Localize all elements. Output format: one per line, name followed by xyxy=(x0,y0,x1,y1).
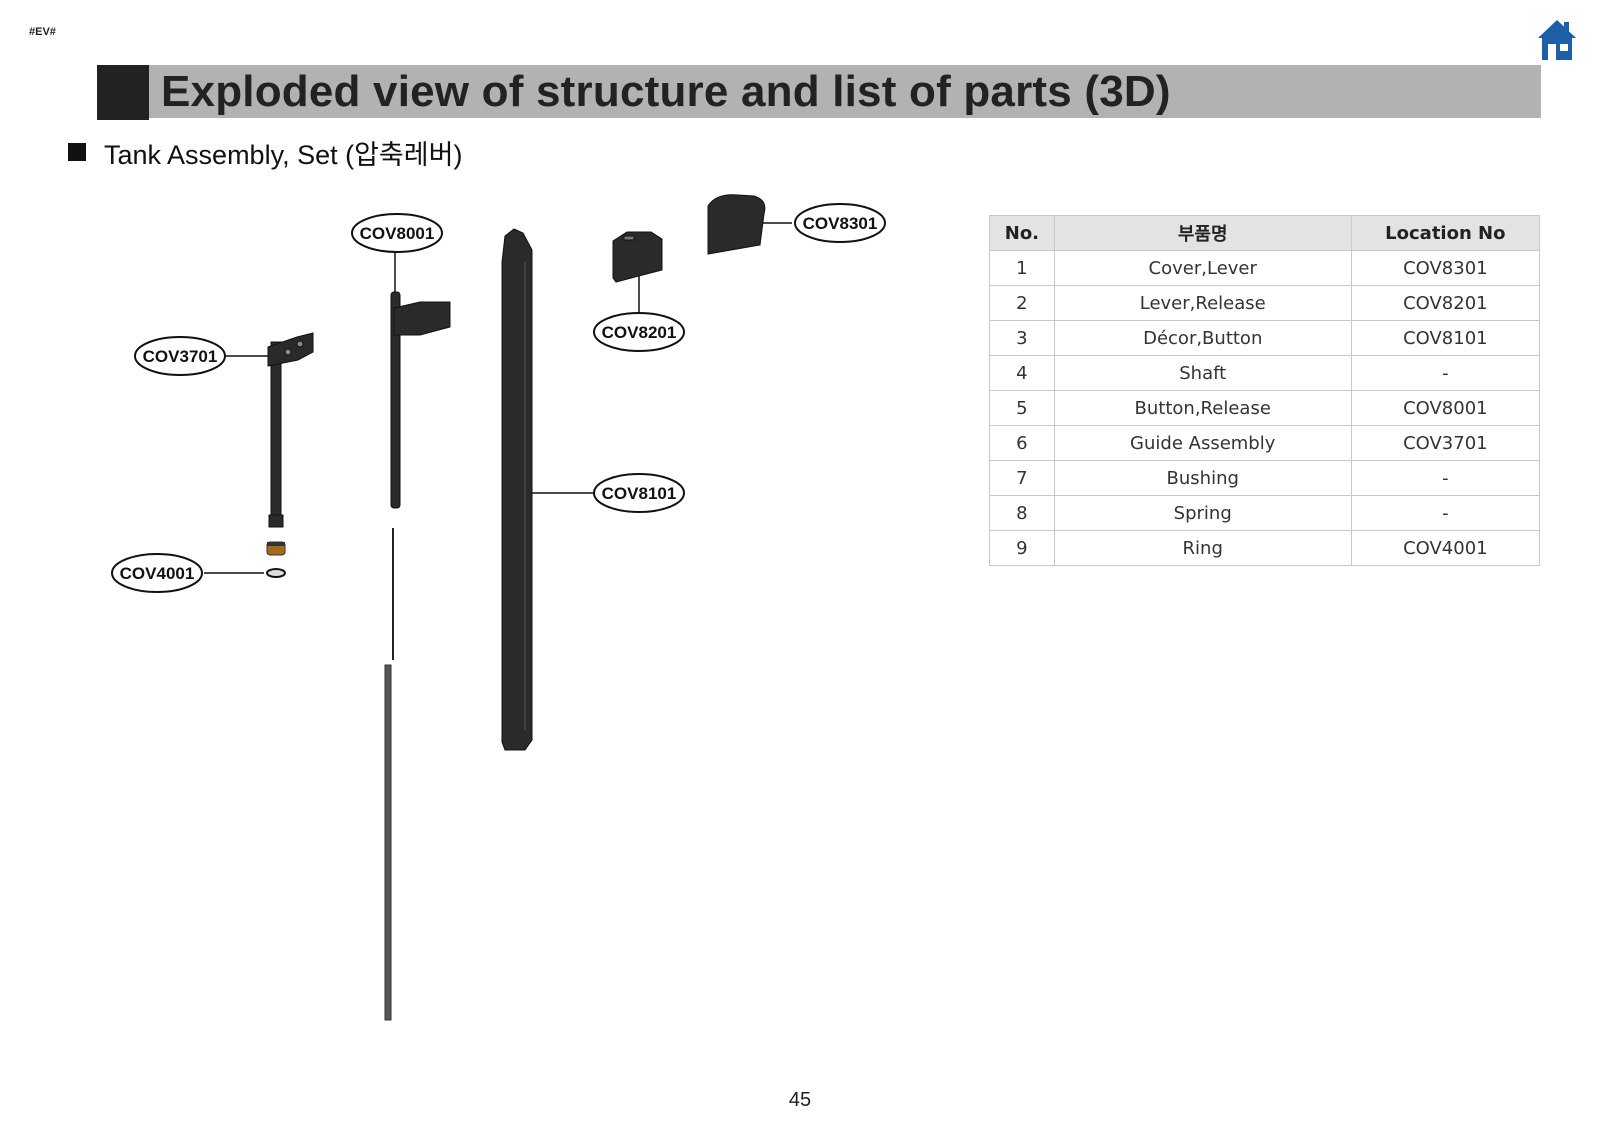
cell-location: COV3701 xyxy=(1350,425,1541,461)
cell-no: 2 xyxy=(989,285,1055,321)
callout-label: COV8301 xyxy=(803,214,878,233)
cell-no: 8 xyxy=(989,495,1055,531)
lever-release-part xyxy=(612,231,663,283)
shaft-part xyxy=(384,664,392,1021)
document-tag: #EV# xyxy=(29,26,56,38)
table-row: 6 Guide Assembly COV3701 xyxy=(989,425,1541,461)
cell-part-name: Bushing xyxy=(1053,460,1352,496)
cell-location: - xyxy=(1350,495,1541,531)
exploded-view-diagram: COV8001 COV8301 COV8201 COV3701 COV8101 … xyxy=(111,194,886,1021)
cell-part-name: Shaft xyxy=(1053,355,1352,391)
parts-table: No. 부품명 Location No 1 Cover,Lever COV830… xyxy=(989,215,1541,566)
callout-label: COV4001 xyxy=(120,564,195,583)
table-header-row: No. 부품명 Location No xyxy=(989,215,1541,251)
cover-lever-part xyxy=(707,194,766,255)
page-number: 45 xyxy=(788,1089,812,1111)
bushing-part xyxy=(266,541,286,556)
cell-location: COV8101 xyxy=(1350,320,1541,356)
cell-location: - xyxy=(1350,460,1541,496)
square-bullet-icon xyxy=(68,143,86,161)
column-header-location: Location No xyxy=(1350,215,1541,251)
guide-assembly-part xyxy=(267,332,314,528)
cell-no: 4 xyxy=(989,355,1055,391)
callout-label: COV8001 xyxy=(360,224,435,243)
button-release-part xyxy=(390,291,451,509)
column-header-part-name: 부품명 xyxy=(1053,215,1352,251)
cell-part-name: Spring xyxy=(1053,495,1352,531)
table-row: 1 Cover,Lever COV8301 xyxy=(989,250,1541,286)
cell-no: 7 xyxy=(989,460,1055,496)
cell-location: COV8001 xyxy=(1350,390,1541,426)
cell-part-name: Cover,Lever xyxy=(1053,250,1352,286)
cell-location: COV4001 xyxy=(1350,530,1541,566)
callout-label: COV3701 xyxy=(143,347,218,366)
table-row: 7 Bushing - xyxy=(989,460,1541,496)
table-row: 3 Décor,Button COV8101 xyxy=(989,320,1541,356)
section-heading: Tank Assembly, Set (압축레버) xyxy=(68,134,462,170)
table-row: 5 Button,Release COV8001 xyxy=(989,390,1541,426)
cell-no: 1 xyxy=(989,250,1055,286)
table-row: 9 Ring COV4001 xyxy=(989,530,1541,566)
cell-no: 5 xyxy=(989,390,1055,426)
cell-part-name: Guide Assembly xyxy=(1053,425,1352,461)
cell-no: 3 xyxy=(989,320,1055,356)
title-bar xyxy=(97,65,1541,118)
table-row: 4 Shaft - xyxy=(989,355,1541,391)
title-marker xyxy=(97,65,149,120)
table-row: 2 Lever,Release COV8201 xyxy=(989,285,1541,321)
cell-no: 9 xyxy=(989,530,1055,566)
decor-button-part xyxy=(501,228,533,751)
cell-location: - xyxy=(1350,355,1541,391)
cell-part-name: Lever,Release xyxy=(1053,285,1352,321)
callout-label: COV8101 xyxy=(602,484,677,503)
ring-part xyxy=(266,568,286,578)
cell-no: 6 xyxy=(989,425,1055,461)
home-icon[interactable] xyxy=(1536,18,1578,62)
callout-label: COV8201 xyxy=(602,323,677,342)
cell-location: COV8201 xyxy=(1350,285,1541,321)
column-header-no: No. xyxy=(989,215,1055,251)
cell-part-name: Ring xyxy=(1053,530,1352,566)
table-row: 8 Spring - xyxy=(989,495,1541,531)
section-title: Tank Assembly, Set (압축레버) xyxy=(104,139,463,170)
cell-part-name: Décor,Button xyxy=(1053,320,1352,356)
page-title: Exploded view of structure and list of p… xyxy=(161,67,1171,116)
cell-part-name: Button,Release xyxy=(1053,390,1352,426)
cell-location: COV8301 xyxy=(1350,250,1541,286)
